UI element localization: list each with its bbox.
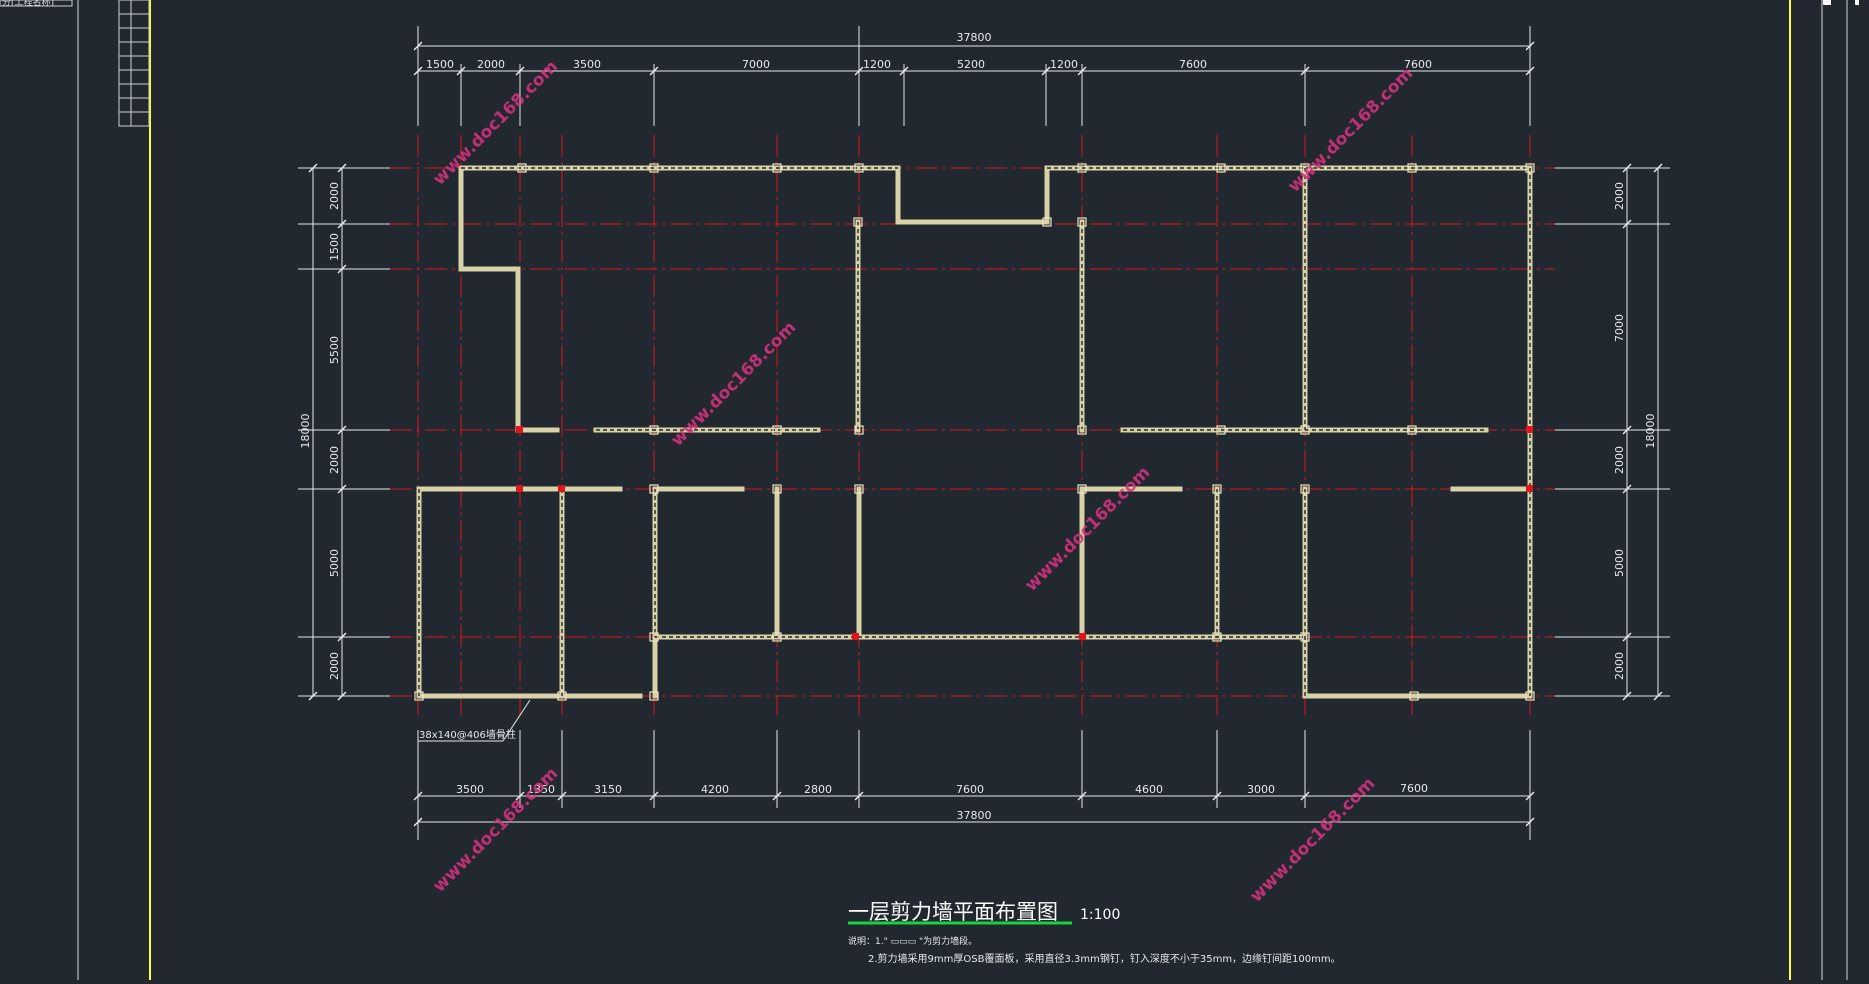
dim-bottom-3: 3150 xyxy=(594,783,622,796)
dim-right-3: 2000 xyxy=(1613,446,1626,474)
dim-left-3: 5500 xyxy=(328,336,341,364)
dimension-lines xyxy=(298,26,1670,840)
dim-top-1: 1500 xyxy=(426,58,454,71)
note-line-1: 说明：1." ▭▭▭ "为剪力墙段。 xyxy=(848,935,977,947)
watermark-4: www.doc168.com xyxy=(1021,463,1154,596)
vertical-dimension-labels: 2000 1500 5500 2000 5000 2000 18000 2000… xyxy=(299,182,1657,680)
watermark-5: www.doc168.com xyxy=(429,764,562,897)
dim-right-5: 2000 xyxy=(1613,652,1626,680)
column-markers xyxy=(414,163,1535,701)
note-line-2: 2.剪力墙采用9mm厚OSB覆面板，采用直径3.3mm钢钉，钉入深度不小于35m… xyxy=(868,952,1341,965)
dim-left-2: 1500 xyxy=(328,233,341,261)
dim-top-5: 1200 xyxy=(863,58,891,71)
dimension-labels: 37800 1500 2000 3500 7000 1200 5200 1200… xyxy=(426,31,1432,822)
dim-bottom-6: 7600 xyxy=(956,783,984,796)
dim-bottom-8: 3000 xyxy=(1247,783,1275,796)
drawing-title-block: 一层剪力墙平面布置图 1:100 说明：1." ▭▭▭ "为剪力墙段。 2.剪力… xyxy=(848,900,1341,965)
dim-top-2: 2000 xyxy=(477,58,505,71)
dim-bottom-2: 1350 xyxy=(527,783,555,796)
dim-top-7: 1200 xyxy=(1050,58,1078,71)
red-post-markers xyxy=(516,426,1533,640)
dim-bottom-1: 3500 xyxy=(456,783,484,796)
dim-left-4: 2000 xyxy=(328,446,341,474)
title-block-label: 分[工程名称] xyxy=(2,0,54,8)
dim-top-9: 7600 xyxy=(1404,58,1432,71)
watermark-2: www.doc168.com xyxy=(1284,64,1417,197)
dim-bottom-4: 4200 xyxy=(701,783,729,796)
dim-top-4: 7000 xyxy=(742,58,770,71)
dim-bottom-total: 37800 xyxy=(957,809,992,822)
drawing-scale: 1:100 xyxy=(1080,907,1120,923)
dim-top-8: 7600 xyxy=(1179,58,1207,71)
dim-top-3: 3500 xyxy=(573,58,601,71)
dim-right-4: 5000 xyxy=(1613,549,1626,577)
callout-label: 38x140@406墙骨柱 xyxy=(419,728,516,741)
dim-left-5: 5000 xyxy=(328,549,341,577)
dim-right-2: 7000 xyxy=(1613,314,1626,342)
shear-walls xyxy=(416,165,1533,699)
stud-callout: 38x140@406墙骨柱 xyxy=(418,699,531,742)
dim-bottom-9: 7600 xyxy=(1400,782,1428,795)
dim-bottom-5: 2800 xyxy=(804,783,832,796)
dim-right-1: 2000 xyxy=(1613,182,1626,210)
title-block-grid xyxy=(0,0,150,127)
dim-left-6: 2000 xyxy=(328,652,341,680)
drawing-title: 一层剪力墙平面布置图 xyxy=(848,900,1058,924)
dim-top-6: 5200 xyxy=(957,58,985,71)
dim-left-total: 18000 xyxy=(299,414,312,449)
drawing-frame xyxy=(77,0,1848,980)
corner-icon xyxy=(1823,0,1859,5)
dim-bottom-7: 4600 xyxy=(1135,783,1163,796)
dim-right-total: 18000 xyxy=(1644,414,1657,449)
watermarks: www.doc168.com www.doc168.com www.doc168… xyxy=(429,57,1417,907)
dim-left-1: 2000 xyxy=(328,182,341,210)
dimension-ticks xyxy=(308,41,1663,827)
dim-top-total: 37800 xyxy=(957,31,992,44)
